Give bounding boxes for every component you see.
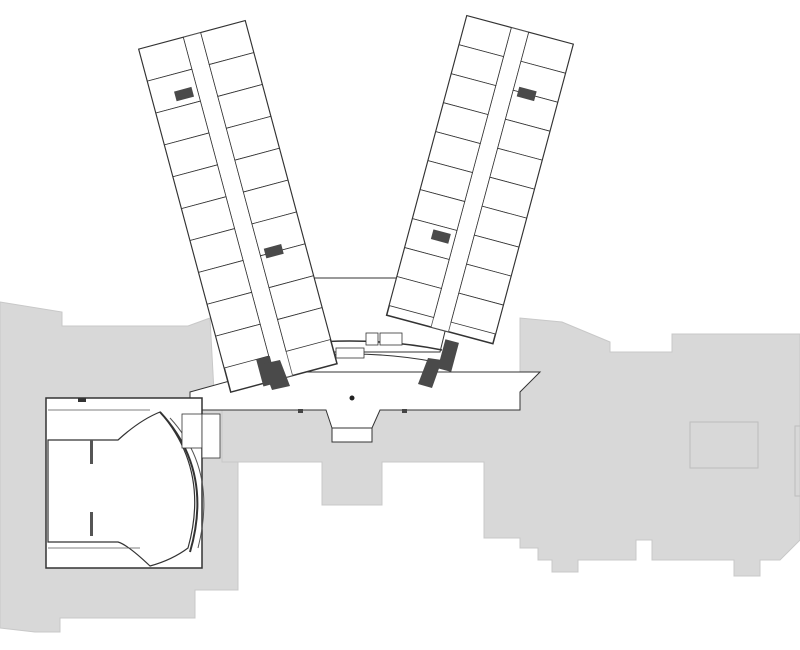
lobby-column xyxy=(402,409,407,413)
adjacent-building-south xyxy=(215,317,800,577)
auditorium-stage-curve xyxy=(159,411,199,553)
auditorium-door xyxy=(78,398,86,402)
right-wing xyxy=(385,14,575,372)
auditorium-hall xyxy=(47,411,196,567)
entrance-vestibule xyxy=(331,427,373,443)
lobby-marker-icon xyxy=(349,395,355,401)
stair-icon xyxy=(262,360,290,390)
wing-room xyxy=(450,292,504,335)
stair-icon xyxy=(263,244,284,259)
stair-icon xyxy=(516,86,537,102)
auditorium-door xyxy=(90,440,93,464)
adjacent-room-outline-edge xyxy=(794,425,800,497)
connector-room-small xyxy=(365,332,379,346)
left-wing xyxy=(137,19,338,394)
wing-room xyxy=(388,276,442,318)
stair-icon xyxy=(174,86,195,102)
auditorium-door xyxy=(90,512,93,536)
connector-room-small xyxy=(379,332,403,346)
auditorium-block xyxy=(45,397,221,569)
stair-icon xyxy=(418,358,442,388)
right-wing-rooms xyxy=(388,15,574,335)
connector-room xyxy=(335,347,365,359)
auditorium-side-room xyxy=(201,413,221,459)
stair-icon xyxy=(430,229,451,244)
lobby-column xyxy=(298,409,303,413)
auditorium-side-room xyxy=(181,413,203,449)
auditorium-stage-curve-inner xyxy=(169,417,205,549)
wing-room xyxy=(277,307,332,352)
wing-room xyxy=(215,323,270,369)
adjacent-room-outline xyxy=(689,421,759,469)
stair-icon xyxy=(437,339,459,372)
